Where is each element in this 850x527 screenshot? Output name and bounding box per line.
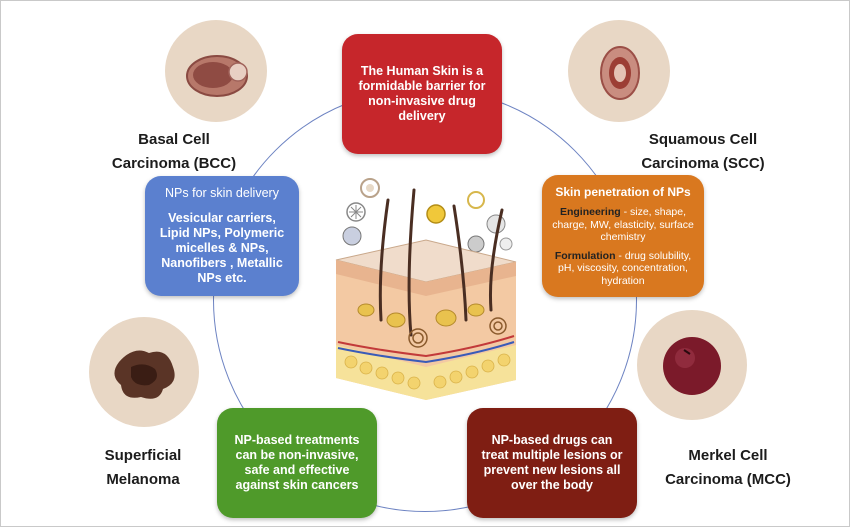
skin-penetration-title: Skin penetration of NPs	[555, 185, 691, 199]
mcc-lesion-image	[637, 310, 747, 420]
np-drugs-text: NP-based drugs can treat multiple lesion…	[481, 433, 623, 492]
np-skin-delivery-title: NPs for skin delivery	[165, 186, 279, 200]
np-drugs-box: NP-based drugs can treat multiple lesion…	[467, 408, 637, 518]
formulation-text: - drug solubility, pH, viscosity, concen…	[558, 249, 692, 287]
np-treatments-box: NP-based treatments can be non-invasive,…	[217, 408, 377, 518]
bcc-label: Basal Cell Carcinoma (BCC)	[94, 128, 254, 176]
nanoparticle-icons	[342, 178, 513, 253]
human-skin-barrier-box: The Human Skin is a formidable barrier f…	[342, 34, 502, 154]
melanoma-label: Superficial Melanoma	[78, 444, 208, 492]
bcc-lesion-graphic	[186, 55, 248, 97]
np-treatments-text: NP-based treatments can be non-invasive,…	[234, 433, 360, 492]
melanoma-lesion-graphic	[114, 350, 175, 399]
skin-penetration-box: Skin penetration of NPs Engineering - si…	[542, 175, 704, 297]
bcc-label-line2: Carcinoma (BCC)	[111, 155, 237, 172]
scc-label: Squamous Cell Carcinoma (SCC)	[618, 128, 788, 176]
bcc-lesion-image	[165, 20, 267, 122]
formulation-factors: Formulation - drug solubility, pH, visco…	[548, 250, 698, 288]
melanoma-label-line2: Melanoma	[106, 471, 180, 488]
melanoma-label-line1: Superficial	[104, 447, 182, 464]
human-skin-barrier-text: The Human Skin is a formidable barrier f…	[358, 64, 486, 123]
engineering-text: - size, shape, charge, MW, elasticity, s…	[552, 206, 694, 243]
mcc-label-line1: Merkel Cell	[688, 447, 768, 464]
scc-label-line2: Carcinoma (SCC)	[641, 155, 765, 172]
engineering-label: Engineering	[559, 206, 621, 218]
scc-lesion-image	[568, 20, 670, 122]
mcc-label: Merkel Cell Carcinoma (MCC)	[648, 444, 808, 492]
mcc-lesion-graphic	[663, 337, 721, 395]
melanoma-lesion-image	[89, 317, 199, 427]
bcc-label-line1: Basal Cell	[138, 131, 210, 148]
np-skin-delivery-box: NPs for skin delivery Vesicular carriers…	[145, 176, 299, 296]
mcc-label-line2: Carcinoma (MCC)	[665, 471, 791, 488]
skin-cross-section-illustration	[335, 178, 517, 400]
scc-label-line1: Squamous Cell	[648, 131, 758, 148]
formulation-label: Formulation	[554, 249, 616, 262]
scc-lesion-graphic	[600, 46, 640, 100]
engineering-factors: Engineering - size, shape, charge, MW, e…	[548, 206, 698, 244]
np-skin-delivery-list: Vesicular carriers, Lipid NPs, Polymeric…	[159, 211, 285, 285]
